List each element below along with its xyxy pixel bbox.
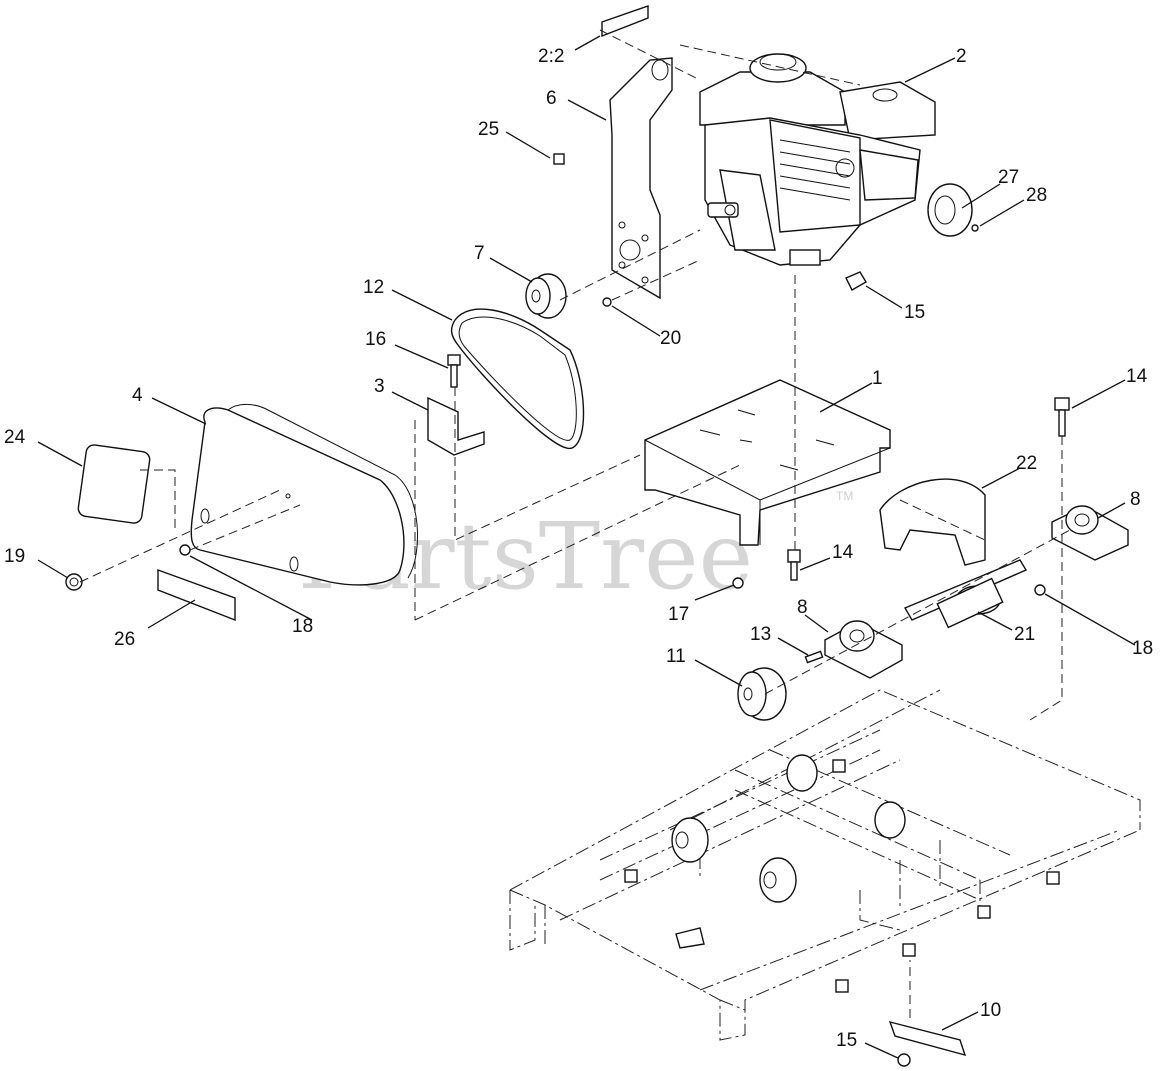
bolt-14-top <box>1054 397 1070 437</box>
cap-27-part <box>927 183 973 237</box>
cover-22-part <box>879 478 986 566</box>
callout-3: 3 <box>374 376 385 397</box>
watermark-trademark: TM <box>836 489 853 503</box>
decal-25 <box>553 153 565 165</box>
nut-15-engine <box>845 271 867 291</box>
bolt-14-center <box>787 549 801 581</box>
callout-10: 10 <box>980 1000 1001 1021</box>
callout-24: 24 <box>4 427 26 448</box>
callout-28: 28 <box>1026 185 1047 206</box>
pulley-11-part <box>737 667 787 721</box>
callout-13: 13 <box>750 624 771 645</box>
callout-26: 26 <box>114 629 135 650</box>
callout-17: 17 <box>668 604 689 625</box>
belt-part <box>450 308 585 449</box>
belt-guard-part <box>190 403 418 586</box>
callout-1: 1 <box>872 368 883 389</box>
callout-18-left: 18 <box>292 616 313 637</box>
bearing-8-right <box>1051 505 1129 561</box>
decal-2-2 <box>601 5 649 38</box>
callout-8-left: 8 <box>797 597 808 618</box>
callout-15-engine: 15 <box>904 302 925 323</box>
engine-part <box>699 53 936 266</box>
shaft-21-part <box>903 559 1028 629</box>
callout-7: 7 <box>474 243 485 264</box>
callout-20: 20 <box>660 328 681 349</box>
callout-27: 27 <box>998 167 1019 188</box>
callout-22: 22 <box>1016 453 1037 474</box>
callout-2: 2 <box>956 46 967 67</box>
bolt-16 <box>447 354 461 388</box>
callout-11: 11 <box>666 646 686 667</box>
decal-26 <box>157 569 236 622</box>
callout-25: 25 <box>478 119 499 140</box>
assembly-guide-lines <box>79 29 1071 1018</box>
callout-6: 6 <box>546 88 557 109</box>
callout-18-right: 18 <box>1132 638 1153 659</box>
callout-16: 16 <box>365 329 386 350</box>
frame-part <box>509 689 1141 1041</box>
bolt-18-right <box>1034 584 1046 596</box>
nut-15-bottom <box>897 1053 911 1067</box>
bracket-10-part <box>888 1020 967 1057</box>
callout-14-center: 14 <box>832 542 854 563</box>
callout-2-2: 2:2 <box>538 46 564 67</box>
callout-4: 4 <box>132 385 143 406</box>
callout-19: 19 <box>4 546 25 567</box>
bracket-3-part <box>427 396 485 456</box>
decal-24 <box>77 444 151 524</box>
bolt-18-left <box>179 544 191 556</box>
key-13 <box>804 650 824 664</box>
callout-labels: 2:2 2 6 25 27 28 7 15 12 20 16 1 14 4 3 … <box>4 46 1153 1051</box>
callout-12: 12 <box>363 277 384 298</box>
bolt-19 <box>65 573 83 591</box>
cover-1-part <box>644 379 891 546</box>
screw-28 <box>971 224 979 232</box>
callout-15-bottom: 15 <box>836 1030 857 1051</box>
callout-8-right: 8 <box>1130 489 1141 510</box>
mounting-plate-part <box>609 57 673 300</box>
bolt-20 <box>602 297 612 307</box>
engine-pulley-part <box>525 273 567 319</box>
leader-lines <box>37 35 1136 1059</box>
nut-17 <box>732 577 744 589</box>
bearing-8-left <box>824 620 903 679</box>
callout-14-top: 14 <box>1126 366 1148 387</box>
callout-21: 21 <box>1014 624 1035 645</box>
